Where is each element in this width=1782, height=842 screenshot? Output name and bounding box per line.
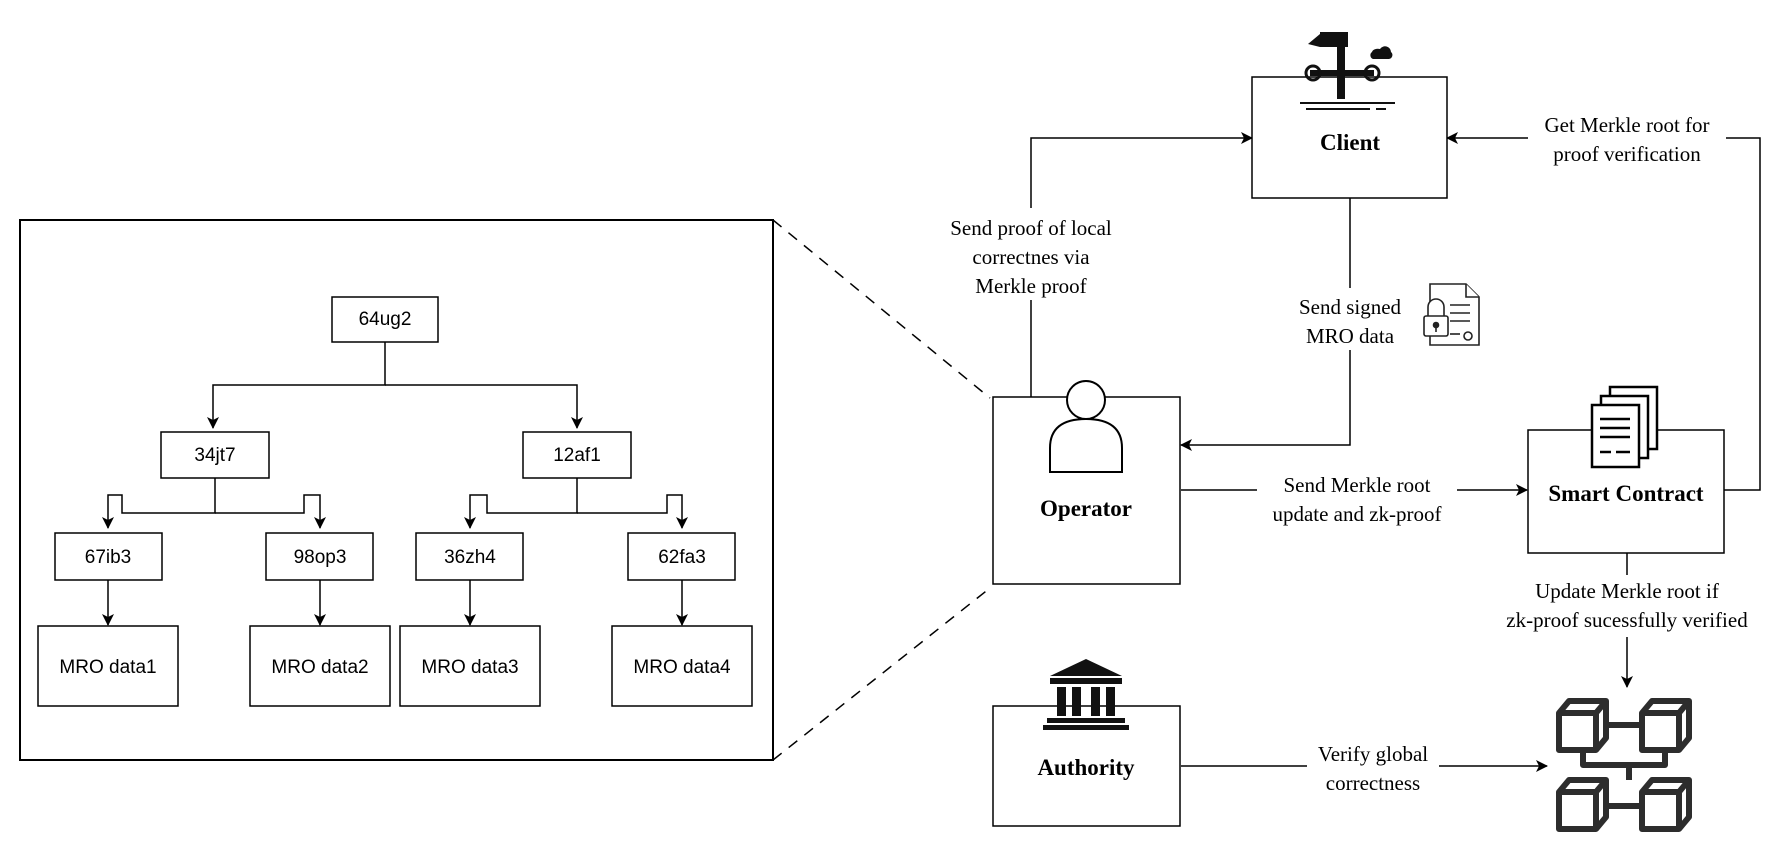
smart-contract-label: Smart Contract	[1548, 481, 1704, 506]
client-label: Client	[1320, 130, 1380, 155]
blockchain-icon	[1556, 698, 1692, 832]
tree-node-l2-2-label: 98op3	[294, 547, 347, 568]
label-operator-client-3: Merkle proof	[975, 274, 1086, 298]
tree-node-l2-2	[265, 532, 374, 581]
tree-leaf-1-label: MRO data1	[59, 657, 156, 678]
tree-node-l2-4	[627, 532, 736, 581]
label-authority-chain-1: Verify global	[1318, 742, 1428, 766]
smart-contract-node: Smart Contract	[1527, 385, 1725, 554]
bank-building-icon	[1043, 659, 1129, 730]
tree-node-root	[331, 296, 439, 343]
tree-leaf-3-label: MRO data3	[421, 657, 518, 678]
tree-node-root-label: 64ug2	[359, 309, 412, 330]
tree-node-l2-3	[415, 532, 524, 581]
label-contract-client-1: Get Merkle root for	[1544, 113, 1709, 137]
label-contract-client-2: proof verification	[1553, 142, 1701, 166]
tree-leaf-1	[37, 625, 179, 707]
merkle-tree-frame	[19, 219, 774, 761]
authority-label: Authority	[1037, 755, 1135, 780]
edge-operator-client	[1030, 132, 1253, 398]
client-box	[1251, 76, 1448, 199]
edge-labels: Send proof of local correctnes via Merkl…	[948, 108, 1770, 800]
merkle-tree-panel: 64ug2 34jt7 12af1 67ib3 98op3 36zh4 62fa…	[19, 219, 774, 761]
zoom-lines	[772, 219, 991, 761]
tools-icon	[1300, 32, 1395, 110]
signed-certificate-icon	[1423, 283, 1480, 346]
operator-label: Operator	[1040, 496, 1132, 521]
tree-node-l1-left	[160, 431, 270, 479]
edge-client-operator	[1180, 198, 1351, 451]
label-operator-contract-1: Send Merkle root	[1284, 473, 1431, 497]
documents-icon	[1590, 385, 1659, 469]
tree-node-l2-3-label: 36zh4	[444, 547, 496, 568]
person-icon	[1049, 380, 1123, 473]
label-operator-client-1: Send proof of local	[950, 216, 1112, 240]
operator-node: Operator	[992, 380, 1181, 585]
label-contract-chain-2: zk-proof sucessfully verified	[1506, 608, 1748, 632]
tree-leaf-2-label: MRO data2	[271, 657, 368, 678]
label-client-operator-2: MRO data	[1306, 324, 1395, 348]
tree-node-l1-right-label: 12af1	[553, 445, 601, 466]
tree-node-l1-left-label: 34jt7	[194, 445, 235, 466]
tree-node-l2-1-label: 67ib3	[85, 547, 132, 568]
tree-node-l2-1	[54, 532, 163, 581]
label-contract-chain-1: Update Merkle root if	[1535, 579, 1719, 603]
tree-leaf-4-label: MRO data4	[633, 657, 731, 678]
label-operator-client-2: correctnes via	[972, 245, 1090, 269]
client-node: Client	[1251, 32, 1448, 199]
tree-node-l2-4-label: 62fa3	[658, 547, 706, 568]
tree-leaf-4	[611, 625, 753, 707]
tree-leaf-3	[399, 625, 541, 707]
label-operator-contract-2: update and zk-proof	[1272, 502, 1441, 526]
label-client-operator-1: Send signed	[1299, 295, 1402, 319]
authority-node: Authority	[992, 659, 1181, 827]
tree-connectors	[102, 342, 688, 626]
label-authority-chain-2: correctness	[1326, 771, 1420, 795]
tree-leaf-2	[249, 625, 391, 707]
tree-node-l1-right	[522, 431, 632, 479]
